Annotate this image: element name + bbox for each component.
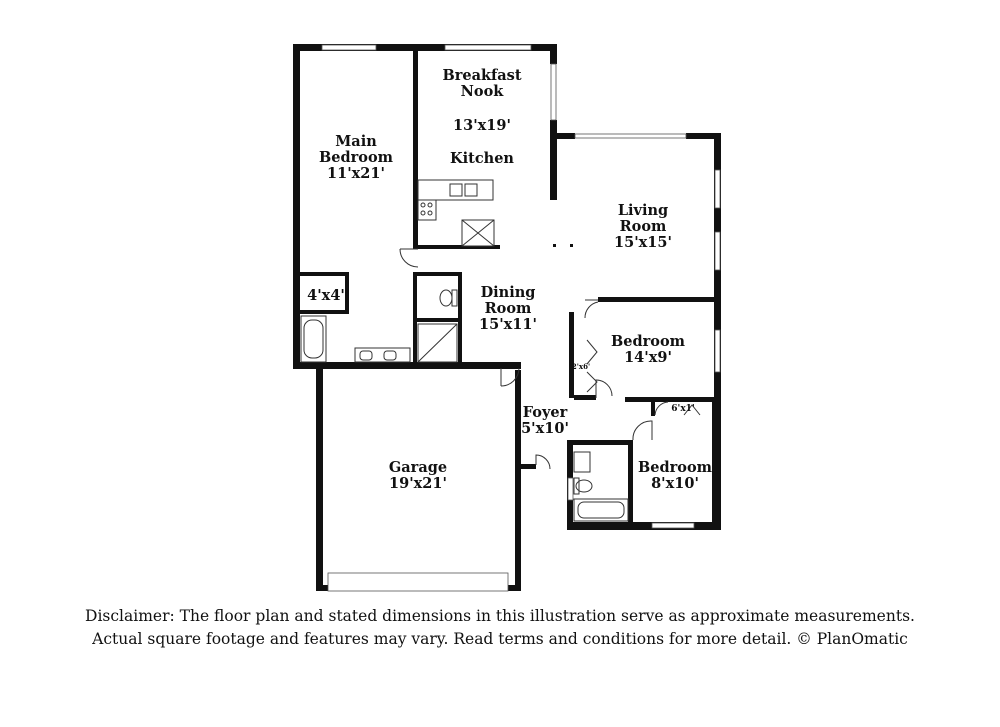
disclaimer: Disclaimer: The floor plan and stated di…	[0, 605, 1000, 651]
bedroom-2-label: Bedroom	[611, 333, 686, 350]
living-room-size: 15'x15'	[614, 234, 672, 251]
foyer-size: 5'x10'	[521, 420, 569, 437]
dining-room-label: Dining	[481, 284, 536, 301]
room-labels: Main Bedroom 11'x21' Breakfast Nook 13'x…	[307, 67, 712, 492]
living-room-label-2: Room	[620, 218, 667, 235]
living-room-label: Living	[618, 202, 668, 219]
bedroom-3-size: 8'x10'	[651, 475, 699, 492]
breakfast-nook-label: Breakfast	[442, 67, 521, 84]
main-bedroom-label-2: Bedroom	[319, 149, 394, 166]
dining-room-label-2: Room	[485, 300, 532, 317]
floor-plan: Main Bedroom 11'x21' Breakfast Nook 13'x…	[293, 44, 721, 592]
closet-6x1-label: 6'x1'	[671, 404, 694, 414]
bedroom-2-size: 14'x9'	[624, 349, 672, 366]
windows	[321, 44, 721, 592]
garage-label: Garage	[389, 459, 447, 476]
closet-2x6-label: 2'x6'	[572, 362, 590, 371]
fixtures	[300, 179, 629, 522]
main-bedroom-size: 11'x21'	[327, 165, 385, 182]
kitchen-label: Kitchen	[450, 150, 514, 167]
breakfast-nook-label-2: Nook	[461, 83, 505, 100]
main-bedroom-label: Main	[335, 133, 377, 150]
disclaimer-line-2: Actual square footage and features may v…	[92, 630, 908, 648]
garage-size: 19'x21'	[389, 475, 447, 492]
bedroom-3-label: Bedroom	[638, 459, 713, 476]
doors	[399, 248, 701, 470]
dining-room-size: 15'x11'	[479, 316, 537, 333]
foyer-label: Foyer	[523, 404, 568, 421]
disclaimer-line-1: Disclaimer: The floor plan and stated di…	[85, 607, 915, 625]
closet-4x4-label: 4'x4'	[307, 287, 345, 304]
breakfast-nook-size: 13'x19'	[453, 117, 511, 134]
